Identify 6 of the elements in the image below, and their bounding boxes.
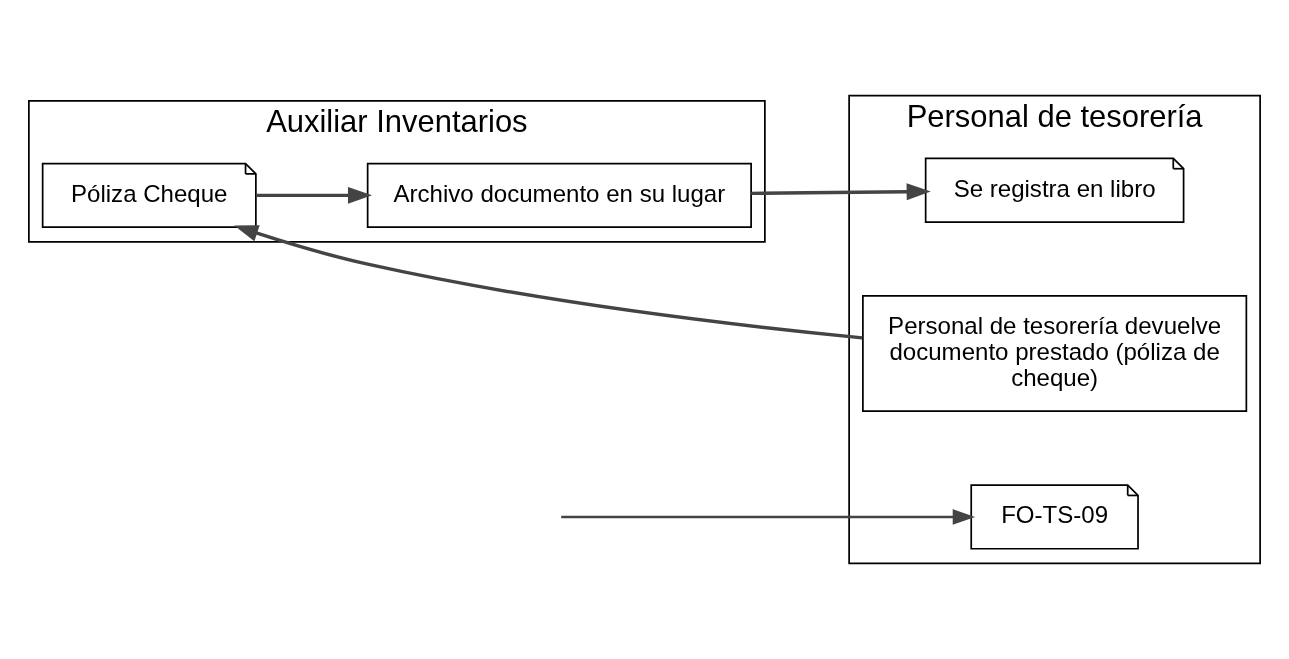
arrow [234,225,863,340]
arrow [561,509,976,525]
arrow [256,186,373,204]
node-box: Personal de tesorería devuelve documento prestado (póliza de cheque) [862,295,1248,413]
node-box: Archivo documento en su lugar [366,162,752,229]
arrow [751,183,931,201]
